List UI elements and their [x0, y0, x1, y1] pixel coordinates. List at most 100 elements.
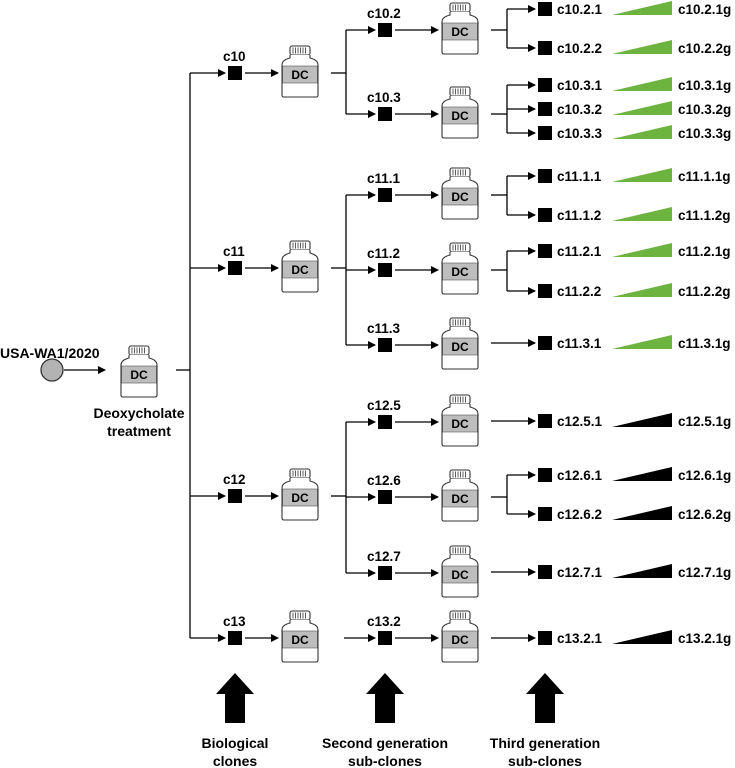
clone-marker-square: [378, 566, 392, 580]
clone-marker-square: [538, 78, 552, 92]
growth-wedge: [612, 413, 672, 427]
culture-bottle-icon: DC: [441, 394, 479, 447]
growth-wedge: [612, 40, 672, 54]
clone-label: c11: [223, 244, 245, 259]
growth-label: c12.7.1g: [678, 565, 731, 580]
stage-label-line1: Third generation: [490, 735, 600, 751]
clone-marker-square: [378, 415, 392, 429]
bottle-label: DC: [451, 265, 469, 279]
bottle-label-band: [442, 414, 478, 433]
bottle-label: DC: [291, 68, 309, 82]
subclone-label: c12.5: [367, 398, 401, 413]
subclone-label: c10.2: [367, 6, 401, 21]
bottle-label-band: [282, 488, 318, 507]
stage-label-line1: Second generation: [322, 735, 448, 751]
stage-second-generation: Second generation sub-clones: [322, 673, 448, 768]
growth-label: c11.1.1g: [678, 169, 731, 184]
third-gen-label: c13.2.1: [557, 631, 603, 646]
culture-bottle-icon: DC: [441, 610, 479, 663]
clone-label: c12: [223, 472, 246, 487]
subclone-label: c11.3: [367, 321, 401, 336]
bottle-label: DC: [451, 492, 469, 506]
growth-wedge: [612, 630, 672, 644]
clone-marker-square: [228, 631, 242, 645]
clone-marker-square: [378, 188, 392, 202]
stage-third-generation: Third generation sub-clones: [490, 673, 600, 768]
clone-marker-square: [228, 489, 242, 503]
bottle-label-band: [442, 187, 478, 206]
culture-bottle-icon: DC: [281, 610, 319, 663]
growth-wedge: [612, 564, 672, 578]
up-arrow-icon: [366, 673, 404, 723]
subclone-label: c11.1: [367, 171, 401, 186]
bottle-label: DC: [451, 190, 469, 204]
culture-bottle-icon: DC: [441, 2, 479, 55]
growth-wedge: [612, 101, 672, 115]
connector-layer: [64, 5, 536, 642]
clone-marker-square: [538, 169, 552, 183]
clone-marker-square: [378, 490, 392, 504]
clone-marker-square: [378, 263, 392, 277]
up-arrow-icon: [216, 673, 254, 723]
bottle-label: DC: [291, 633, 309, 647]
culture-bottle-icon: DC: [441, 86, 479, 139]
clone-marker-square: [538, 244, 552, 258]
growth-label: c10.3.1g: [678, 78, 731, 93]
third-gen-label: c10.3.1: [557, 78, 603, 93]
growth-wedge: [612, 77, 672, 91]
bottle-label: DC: [451, 109, 469, 123]
bottle-label: DC: [451, 568, 469, 582]
bottle-label-band: [282, 65, 318, 84]
growth-label: c11.1.2g: [678, 208, 731, 223]
third-gen-label: c11.1.2: [557, 208, 601, 223]
subclone-label: c12.7: [367, 549, 401, 564]
bottle-label: DC: [291, 263, 309, 277]
growth-wedge: [612, 335, 672, 349]
culture-bottle-icon: DC: [441, 242, 479, 295]
third-gen-label: c12.6.2: [557, 507, 602, 522]
treatment-caption-line1: Deoxycholate: [93, 405, 184, 421]
third-gen-label: c12.7.1: [557, 565, 603, 580]
third-gen-label: c10.3.2: [557, 102, 602, 117]
growth-label: c12.6.2g: [678, 507, 731, 522]
growth-wedge: [612, 1, 672, 15]
culture-bottle-icon: DC: [120, 345, 158, 398]
clone-marker-square: [228, 261, 242, 275]
treatment-caption-line2: treatment: [107, 423, 171, 439]
culture-bottle-icon: DC: [441, 545, 479, 598]
culture-bottle-icon: DC: [281, 468, 319, 521]
growth-wedge: [612, 506, 672, 520]
growth-wedge: [612, 207, 672, 221]
subclone-label: c10.3: [367, 90, 401, 105]
bottle-label: DC: [451, 417, 469, 431]
bottle-label: DC: [291, 491, 309, 505]
clone-marker-square: [378, 107, 392, 121]
stage-label-line2: sub-clones: [348, 753, 422, 768]
growth-label: c11.2.2g: [678, 284, 731, 299]
growth-wedge: [612, 125, 672, 139]
bottle-label-band: [442, 630, 478, 649]
culture-bottle-icon: DC: [281, 45, 319, 98]
growth-label: c10.2.2g: [678, 41, 731, 56]
clone-marker-square: [378, 338, 392, 352]
bottle-label: DC: [451, 25, 469, 39]
clone-marker-square: [538, 336, 552, 350]
third-gen-label: c11.1.1: [557, 169, 602, 184]
stage-label-line1: Biological: [202, 735, 269, 751]
clone-marker-square: [538, 284, 552, 298]
growth-label: c10.3.2g: [678, 102, 731, 117]
culture-bottle-icon: DC: [441, 167, 479, 220]
growth-label: c10.2.1g: [678, 2, 731, 17]
bottle-label: DC: [130, 368, 148, 382]
clone-marker-square: [378, 631, 392, 645]
bottle-label-band: [282, 630, 318, 649]
growth-label: c13.2.1g: [678, 631, 731, 646]
bottle-label-band: [442, 106, 478, 125]
growth-label: c11.3.1g: [678, 336, 731, 351]
clone-label: c13: [223, 614, 246, 629]
culture-bottle-icon: DC: [441, 317, 479, 370]
culture-bottle-icon: DC: [441, 469, 479, 522]
clone-marker-square: [538, 414, 552, 428]
growth-label: c11.2.1g: [678, 244, 731, 259]
